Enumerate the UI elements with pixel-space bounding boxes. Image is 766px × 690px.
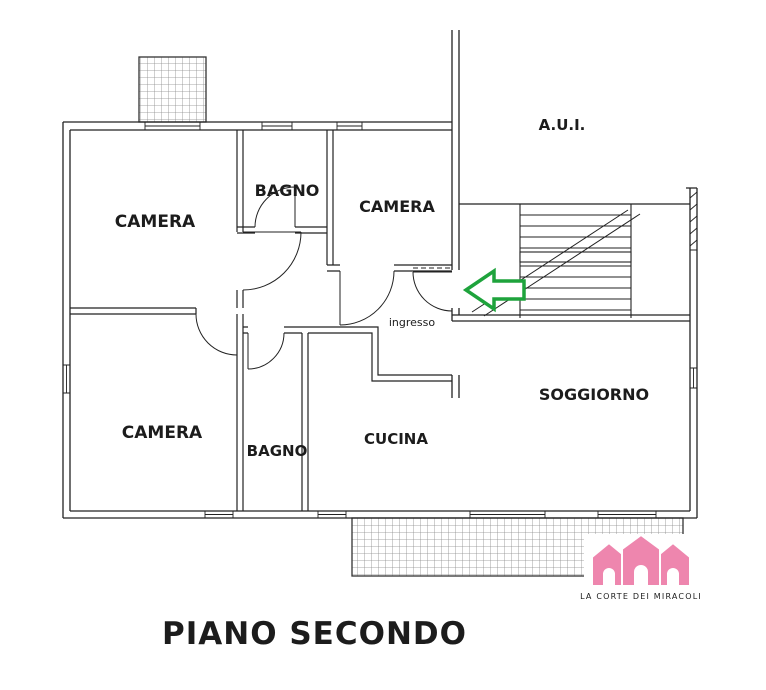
room-label-soggiorno: SOGGIORNO (539, 385, 649, 404)
logo-text: LA CORTE DEI MIRACOLI (580, 592, 702, 601)
floor-title: PIANO SECONDO (162, 616, 467, 652)
interior-walls (70, 130, 452, 511)
logo-house-left-icon (591, 541, 627, 587)
room-label-aui: A.U.I. (539, 116, 586, 134)
room-label-camera-top-right: CAMERA (359, 197, 435, 216)
exterior-walls (62, 30, 698, 519)
staircase (471, 204, 641, 318)
windows (63, 122, 697, 518)
doors (195, 186, 453, 370)
room-label-ingresso: ingresso (389, 316, 436, 329)
logo-house-doors (603, 565, 679, 586)
agency-logo: LA CORTE DEI MIRACOLI (580, 533, 704, 602)
chimney-hatch (138, 56, 207, 123)
room-label-bagno-top: BAGNO (255, 181, 320, 200)
room-label-cucina: CUCINA (364, 430, 428, 448)
room-label-camera-top-left: CAMERA (115, 212, 196, 232)
room-label-bagno-bottom: BAGNO (247, 442, 308, 460)
entrance-arrow-shape (462, 267, 526, 313)
logo-house-middle-icon (621, 533, 661, 587)
entrance-arrow-icon (462, 267, 526, 313)
wall-pier-hatch (689, 191, 698, 251)
room-label-camera-bottom-left: CAMERA (122, 423, 203, 443)
